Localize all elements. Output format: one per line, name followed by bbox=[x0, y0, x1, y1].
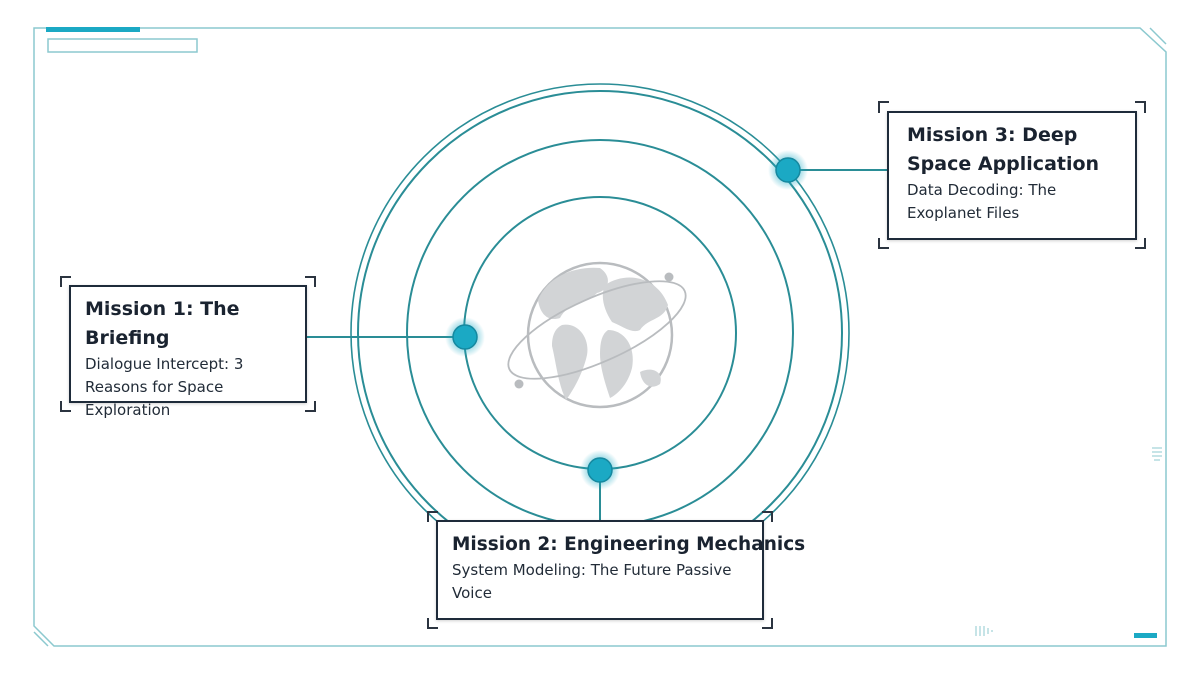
node-mission-1[interactable] bbox=[445, 317, 485, 357]
globe-icon bbox=[507, 261, 687, 409]
frame-outline bbox=[33, 27, 1167, 647]
card-brackets bbox=[60, 101, 1146, 629]
mission-1-title: Mission 1: The Briefing bbox=[85, 298, 240, 349]
mission-card-2[interactable]: Mission 2: Engineering Mechanics System … bbox=[436, 520, 806, 620]
mission-2-title: Mission 2: Engineering Mechanics bbox=[452, 534, 806, 555]
mission-card-1[interactable]: Mission 1: The Briefing Dialogue Interce… bbox=[69, 285, 307, 419]
satellite-dot bbox=[664, 272, 674, 282]
mission-1-subtitle: Dialogue Intercept: 3 Reasons for Space … bbox=[85, 355, 244, 419]
satellite-dot bbox=[514, 379, 524, 389]
frame-header-box bbox=[47, 38, 198, 53]
frame-footer-accent bbox=[1134, 633, 1157, 638]
mission-3-title: Mission 3: Deep Space Application bbox=[907, 124, 1100, 175]
mission-2-subtitle: System Modeling: The Future Passive Voic… bbox=[452, 561, 732, 602]
frame-corner-accent-left bbox=[33, 631, 49, 647]
node-mission-3[interactable] bbox=[768, 150, 808, 190]
node-mission-2[interactable] bbox=[580, 450, 620, 490]
hud-frame bbox=[33, 27, 1167, 647]
frame-tick-marks bbox=[975, 447, 1162, 636]
frame-header-accent bbox=[46, 27, 140, 32]
frame-corner-accent bbox=[1149, 27, 1167, 45]
globe-orbit-ellipse bbox=[507, 280, 687, 380]
mission-card-3[interactable]: Mission 3: Deep Space Application Data D… bbox=[887, 111, 1137, 240]
mission-3-subtitle: Data Decoding: The Exoplanet Files bbox=[907, 181, 1057, 222]
